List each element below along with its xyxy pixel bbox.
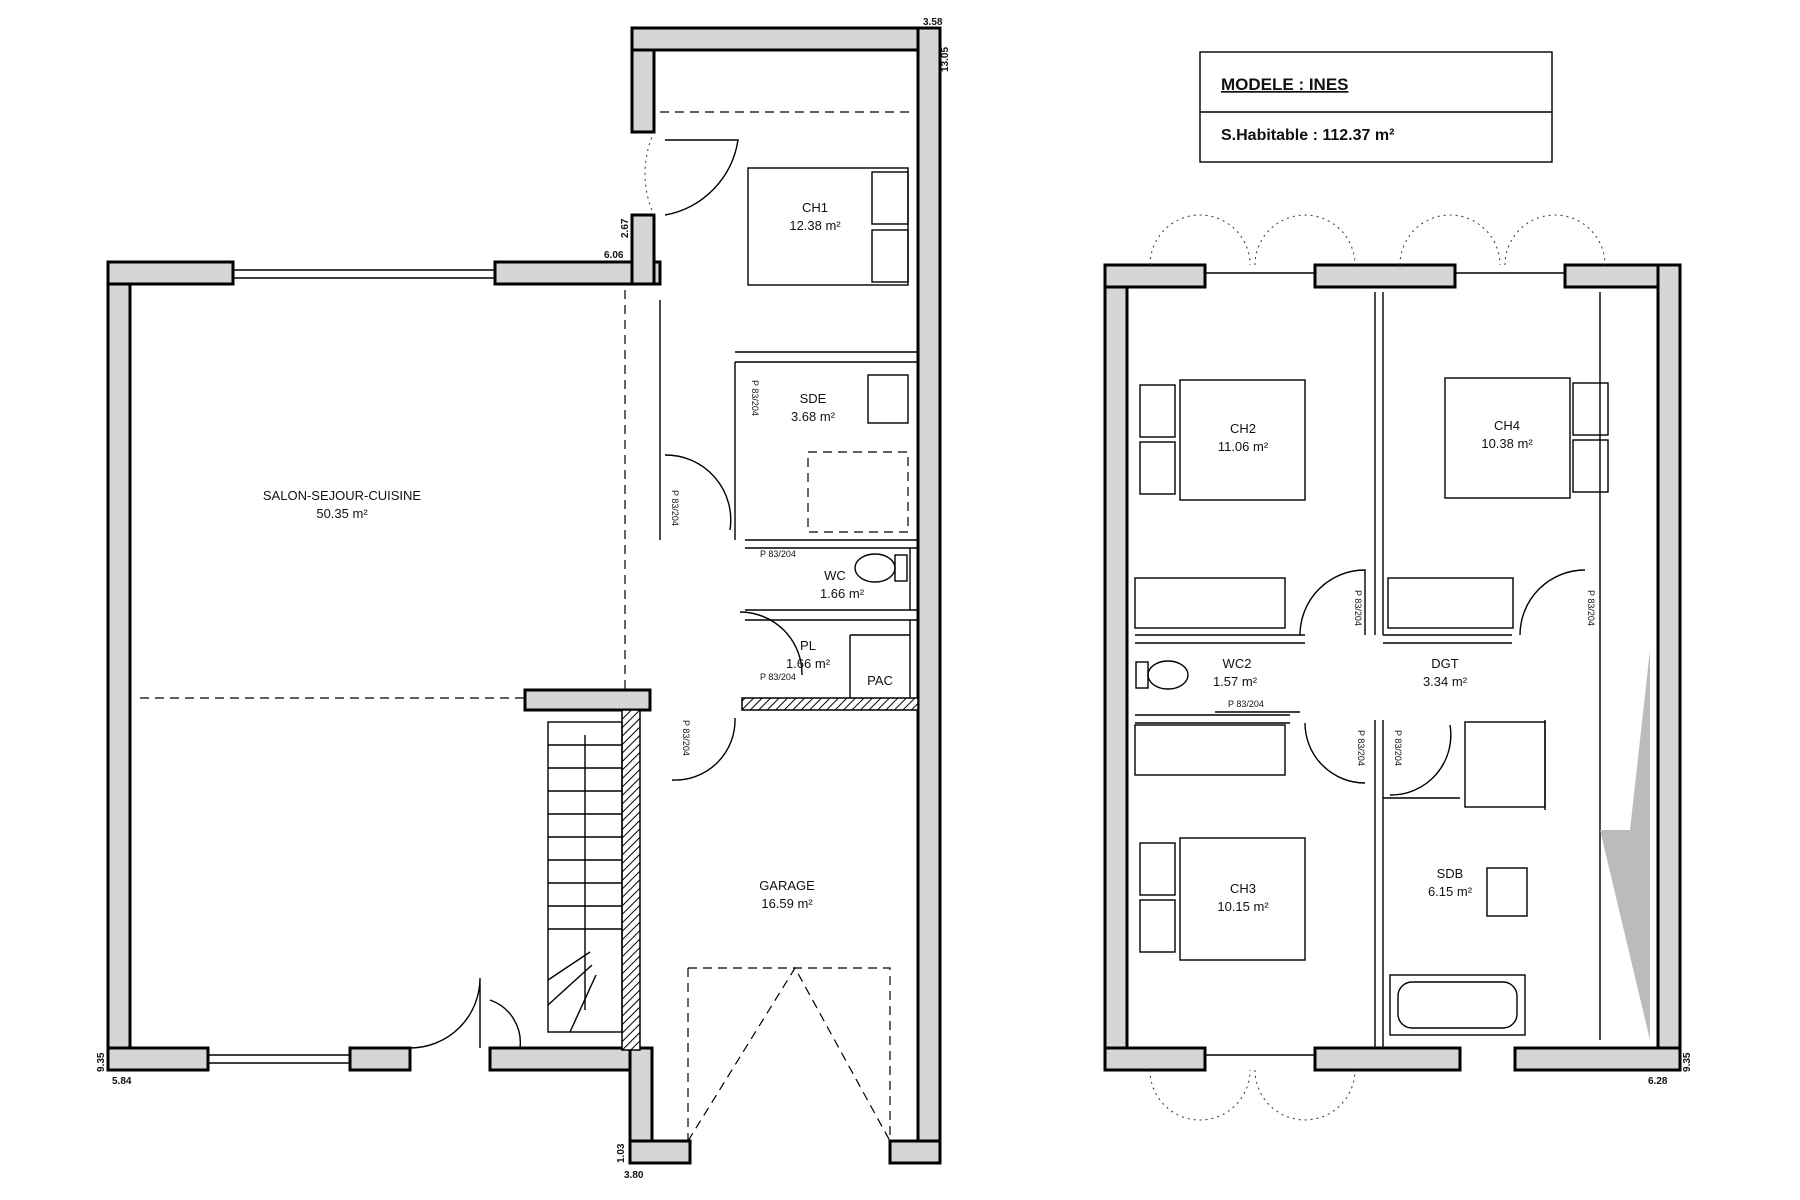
room-area-ch2: 11.06 m² xyxy=(1218,439,1269,454)
bed-ch4 xyxy=(1444,377,1571,499)
dim-wing-offset: 2.67 xyxy=(620,218,631,238)
shower-sde xyxy=(807,451,909,533)
door-label-ch3: P 83/204 xyxy=(1356,730,1366,766)
bathtub-sdb xyxy=(1389,974,1526,1036)
room-name-wc2: WC2 xyxy=(1223,656,1252,671)
door-label-pl: P 83/204 xyxy=(760,672,796,682)
door-label-ch2: P 83/204 xyxy=(1353,590,1363,626)
staircase xyxy=(547,721,623,1033)
closet-ch2 xyxy=(1134,577,1286,629)
dim-garage-width: 3.80 xyxy=(624,1170,644,1181)
toilet-wc2 xyxy=(1147,660,1189,690)
bed-ch1 xyxy=(747,167,909,286)
door-label-sde: P 83/204 xyxy=(750,380,760,416)
room-area-wc: 1.66 m² xyxy=(820,586,865,601)
wall-garage-south-left xyxy=(628,1139,692,1165)
room-area-sdb: 6.15 m² xyxy=(1428,884,1473,899)
bed-ch3 xyxy=(1179,837,1306,961)
toilet-wc xyxy=(854,553,896,583)
door-label-sdb: P 83/204 xyxy=(1393,730,1403,766)
wall-south-mid xyxy=(348,1046,412,1072)
wall-south-right xyxy=(488,1046,632,1072)
dim-top-width: 3.58 xyxy=(923,17,943,28)
wall-wing-north xyxy=(630,26,942,52)
dim-upper-east-length: 9.35 xyxy=(1682,1052,1693,1072)
dim-south-left: 5.84 xyxy=(112,1076,132,1087)
wall-upper-south-2 xyxy=(1313,1046,1462,1072)
room-area-sde: 3.68 m² xyxy=(791,409,836,424)
room-name-ch1: CH1 xyxy=(802,200,828,215)
room-area-wc2: 1.57 m² xyxy=(1213,674,1258,689)
closet-ch4 xyxy=(1387,577,1514,629)
room-area-pl: 1.66 m² xyxy=(786,656,831,671)
door-label-wc: P 83/204 xyxy=(760,549,796,559)
room-area-salon: 50.35 m² xyxy=(316,506,368,521)
room-name-dgt: DGT xyxy=(1431,656,1459,671)
room-area-ch3: 10.15 m² xyxy=(1217,899,1269,914)
dim-west-length: 9.35 xyxy=(96,1052,107,1072)
closet-ch3 xyxy=(1134,724,1286,776)
wall-upper-north-1 xyxy=(1103,263,1207,289)
dim-garage-depth: 1.03 xyxy=(616,1143,627,1163)
upper-floor-plan: CH2 11.06 m² CH4 10.38 m² WC2 1.57 m² DG… xyxy=(1103,214,1693,1121)
bed-ch2 xyxy=(1179,379,1306,501)
room-name-garage: GARAGE xyxy=(759,878,815,893)
room-name-ch2: CH2 xyxy=(1230,421,1256,436)
wall-north-mid xyxy=(493,260,662,286)
wall-south-left xyxy=(106,1046,210,1072)
room-name-ch3: CH3 xyxy=(1230,881,1256,896)
room-area-ch1: 12.38 m² xyxy=(789,218,841,233)
wall-east xyxy=(916,26,942,1165)
living-area-total: S.Habitable : 112.37 m² xyxy=(1221,127,1394,144)
room-name-sdb: SDB xyxy=(1437,866,1464,881)
garage-door xyxy=(687,966,891,1142)
closet-sdb xyxy=(1464,721,1546,808)
wall-upper-east xyxy=(1656,263,1682,1072)
room-name-salon: SALON-SEJOUR-CUISINE xyxy=(263,488,422,503)
room-name-wc: WC xyxy=(824,568,846,583)
door-label-garage: P 83/204 xyxy=(681,720,691,756)
model-name: MODELE : INES xyxy=(1221,75,1349,94)
wall-garage-south-right xyxy=(888,1139,942,1165)
garage-firewall xyxy=(741,697,919,711)
sink-sdb xyxy=(1486,867,1528,917)
room-name-pl: PL xyxy=(800,638,816,653)
door-label-wc2: P 83/204 xyxy=(1228,699,1264,709)
door-label-ch4: P 83/204 xyxy=(1586,590,1596,626)
dim-upper-south-width: 6.28 xyxy=(1648,1076,1668,1087)
room-name-sde: SDE xyxy=(800,391,827,406)
stair-insulation xyxy=(621,709,641,1051)
wall-upper-south-3 xyxy=(1513,1046,1682,1072)
room-name-ch4: CH4 xyxy=(1494,418,1520,433)
wall-west xyxy=(106,260,132,1072)
dim-east-length: 13.05 xyxy=(940,47,951,72)
room-area-ch4: 10.38 m² xyxy=(1481,436,1533,451)
door-label-hall: P 83/204 xyxy=(670,490,680,526)
room-area-garage: 16.59 m² xyxy=(761,896,813,911)
wall-wing-west-bottom xyxy=(630,213,656,286)
title-block: MODELE : INES S.Habitable : 112.37 m² xyxy=(1199,51,1553,163)
sink-sde xyxy=(867,374,909,424)
room-area-dgt: 3.34 m² xyxy=(1423,674,1468,689)
room-name-pac: PAC xyxy=(867,673,893,688)
stair-wall xyxy=(523,688,652,712)
wall-north-left xyxy=(106,260,235,286)
wall-upper-north-2 xyxy=(1313,263,1457,289)
ground-floor-plan: SALON-SEJOUR-CUISINE 50.35 m² CH1 12.38 … xyxy=(96,17,951,1181)
wall-upper-west xyxy=(1103,263,1129,1072)
dim-wing-width: 6.06 xyxy=(604,250,624,261)
wall-upper-south-1 xyxy=(1103,1046,1207,1072)
